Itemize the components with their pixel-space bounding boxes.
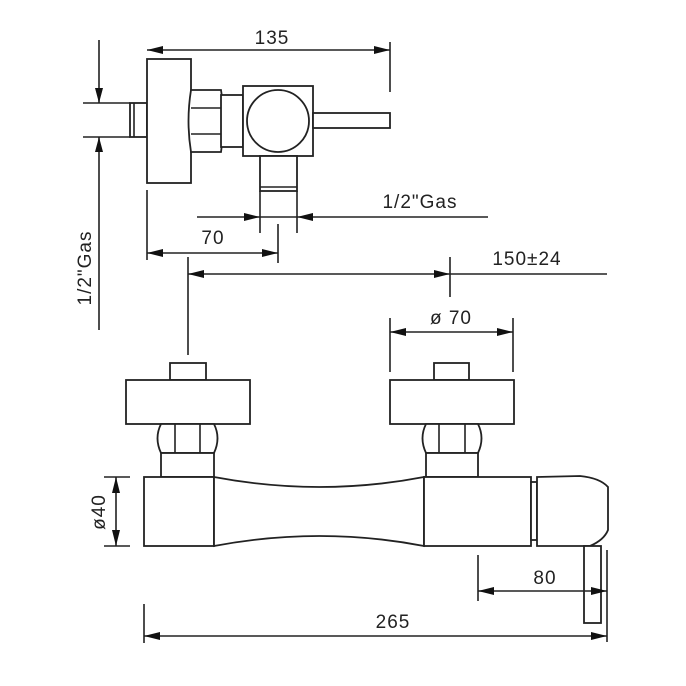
side-inlet-stub [129, 102, 148, 138]
dimension-80-label: 80 [533, 568, 556, 589]
dimension-70-label: 70 [201, 228, 224, 249]
side-view [129, 58, 391, 192]
right-nut [421, 423, 483, 454]
right-stub [433, 362, 470, 381]
dimension-265-label: 265 [376, 612, 411, 633]
body-left-block [143, 476, 215, 547]
side-wall-flange [146, 58, 192, 184]
side-nut [187, 89, 225, 153]
handle [536, 475, 609, 547]
dimension-135-label: 135 [255, 28, 290, 49]
front-view [125, 362, 609, 624]
side-connector [220, 94, 244, 148]
dimension-inlet-thread-side-label: 1/2"Gas [75, 230, 96, 305]
right-neck [425, 452, 479, 478]
right-knob [389, 379, 515, 425]
dimension-body-diameter-label: ø40 [89, 494, 110, 530]
dimension-80: 80 [477, 550, 608, 642]
dimension-265: 265 [143, 604, 607, 643]
body-waist [213, 475, 425, 548]
left-stub [169, 362, 207, 381]
side-outlet-stub [259, 155, 298, 192]
handle-lever [583, 545, 602, 624]
dimension-inlet-thread-side: 1/2"Gas [75, 40, 130, 330]
left-nut [156, 423, 219, 454]
dimension-135: 135 [147, 28, 391, 92]
dimension-knob-diameter: ø 70 [389, 308, 514, 372]
dimension-knob-diameter-label: ø 70 [430, 308, 472, 329]
dimension-150-label: 150±24 [492, 249, 561, 270]
left-knob [125, 379, 251, 425]
dimension-body-diameter: ø40 [89, 476, 130, 547]
dimension-70: 70 [146, 190, 279, 263]
dimension-inlet-thread-bottom: 1/2"Gas [197, 191, 488, 233]
body-right-block [423, 476, 532, 547]
side-valve-knob [246, 89, 310, 153]
dimension-150: 150±24 [187, 249, 607, 355]
left-neck [160, 452, 215, 478]
side-lever [312, 112, 391, 129]
dimension-inlet-thread-bottom-label: 1/2"Gas [382, 192, 457, 213]
